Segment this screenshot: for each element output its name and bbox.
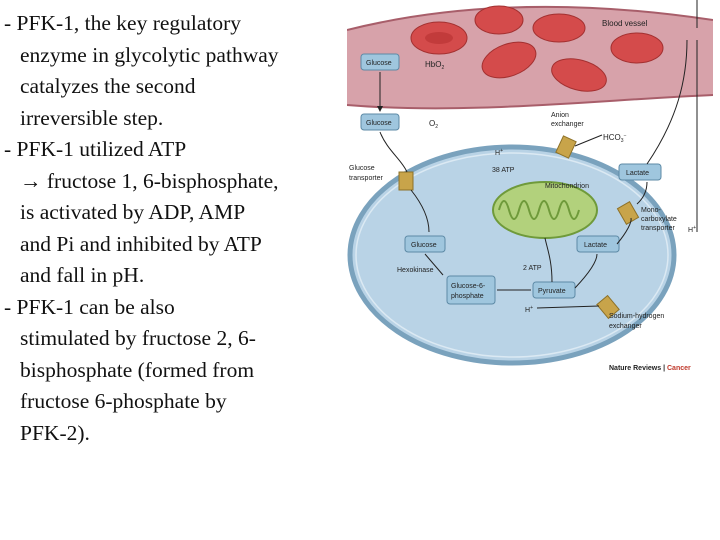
arrow-lactate-box	[636, 181, 648, 205]
pyruvate-label: Pyruvate	[538, 288, 566, 295]
anion-exchanger-label-1: Anion	[551, 112, 569, 119]
atp38-label: 38 ATP	[492, 167, 515, 174]
mct-protein	[616, 201, 640, 225]
glucose-transporter-protein	[398, 171, 414, 191]
atp2-label: 2 ATP	[523, 265, 542, 272]
h-plus-right: H+	[688, 225, 696, 234]
arrow-h-out	[536, 305, 600, 309]
text-line: PFK-2).	[20, 420, 90, 445]
red-blood-cell	[551, 58, 607, 92]
text-line: - PFK-1 can be also	[4, 294, 175, 319]
text-line: → fructose 1, 6-bisphosphate,	[20, 168, 279, 193]
arrow-hexokinase	[424, 253, 444, 276]
mitochondrion-cristae	[498, 200, 580, 220]
o2-label: O2	[429, 119, 438, 130]
text-line: catalyzes the second	[20, 74, 196, 98]
glucose-box-mid	[360, 113, 400, 131]
journal-brand: Nature Reviews | Cancer	[609, 365, 691, 372]
text-line: fructose 6-phosphate by	[20, 389, 227, 413]
red-blood-cell	[481, 41, 537, 79]
cell-membrane-inner	[355, 152, 669, 358]
lactate-box-outside	[618, 163, 662, 181]
red-blood-cell	[610, 32, 664, 64]
glucose-transporter-label-1: Glucose	[349, 165, 375, 172]
g6p-box	[446, 275, 496, 305]
arrow-pyruvate-lactate	[574, 253, 598, 289]
glucose-cell-label: Glucose	[411, 242, 437, 249]
glucose-mid-label: Glucose	[366, 120, 392, 127]
hbo2-label: HbO2	[425, 60, 444, 71]
text-line: is activated by ADP, AMP	[20, 200, 246, 224]
text-line: irreversible step.	[20, 105, 164, 130]
lactate-box-cell	[576, 235, 620, 253]
glycolysis-diagram: Blood vessel Glucose HbO2 Glucose O2 Mit…	[347, 0, 713, 378]
h-plus-bottom: H+	[525, 305, 533, 314]
mct-label-3: transporter	[641, 225, 676, 232]
glucose-box-vessel	[360, 53, 400, 71]
text-line: stimulated by fructose 2, 6-	[20, 326, 256, 350]
text-line: - PFK-1 utilized ATP	[4, 137, 187, 161]
slide-text: - PFK-1, the key regulatory enzyme in gly…	[4, 8, 344, 449]
arrowhead	[377, 106, 383, 112]
mitochondrion-label: Mitochondrion	[545, 183, 589, 190]
pyruvate-box	[532, 281, 576, 299]
arrow-hco3	[574, 134, 603, 147]
g6p-label-2: phosphate	[451, 293, 484, 300]
red-blood-cell	[532, 13, 586, 43]
mct-label-1: Mono-	[641, 207, 662, 214]
text-line: and fall in pH.	[20, 263, 145, 287]
arrow-glucose-in	[379, 131, 408, 173]
text-line: - PFK-1, the key regulatory	[4, 11, 242, 35]
text-line: and Pi and inhibited by ATP	[20, 231, 262, 256]
arrow-lactate-out	[616, 217, 632, 245]
nhe-label-1: Sodium-hydrogen	[609, 313, 664, 320]
red-blood-cell	[474, 5, 524, 35]
lactate-outside-label: Lactate	[626, 170, 649, 177]
anion-exchanger-label-2: exchanger	[551, 121, 584, 128]
arrow-pyruvate-mito	[544, 237, 553, 283]
glucose-vessel-label: Glucose	[366, 60, 392, 67]
hco3-label: HCO3−	[603, 133, 627, 144]
nhe-label-2: exchanger	[609, 323, 642, 330]
anion-exchanger-protein	[555, 135, 577, 159]
text-line: enzyme in glycolytic pathway	[20, 42, 279, 67]
blood-vessel-label: Blood vessel	[602, 19, 648, 28]
arrow-glucose-cell	[410, 189, 430, 233]
g6p-label-1: Glucose-6-	[451, 283, 486, 290]
arrow-lactate-vessel	[646, 39, 688, 165]
mct-label-2: carboxylate	[641, 216, 677, 223]
text-line: bisphosphate (formed from	[20, 357, 255, 382]
glucose-transporter-label-2: transporter	[349, 175, 384, 182]
nhe-protein	[596, 294, 620, 320]
red-blood-cell-center	[425, 32, 453, 44]
vessel-wall-bottom	[347, 94, 713, 110]
h-plus-top: H+	[495, 148, 503, 157]
hexokinase-label: Hexokinase	[397, 267, 434, 274]
lactate-cell-label: Lactate	[584, 242, 607, 249]
glucose-box-cell	[404, 235, 446, 253]
